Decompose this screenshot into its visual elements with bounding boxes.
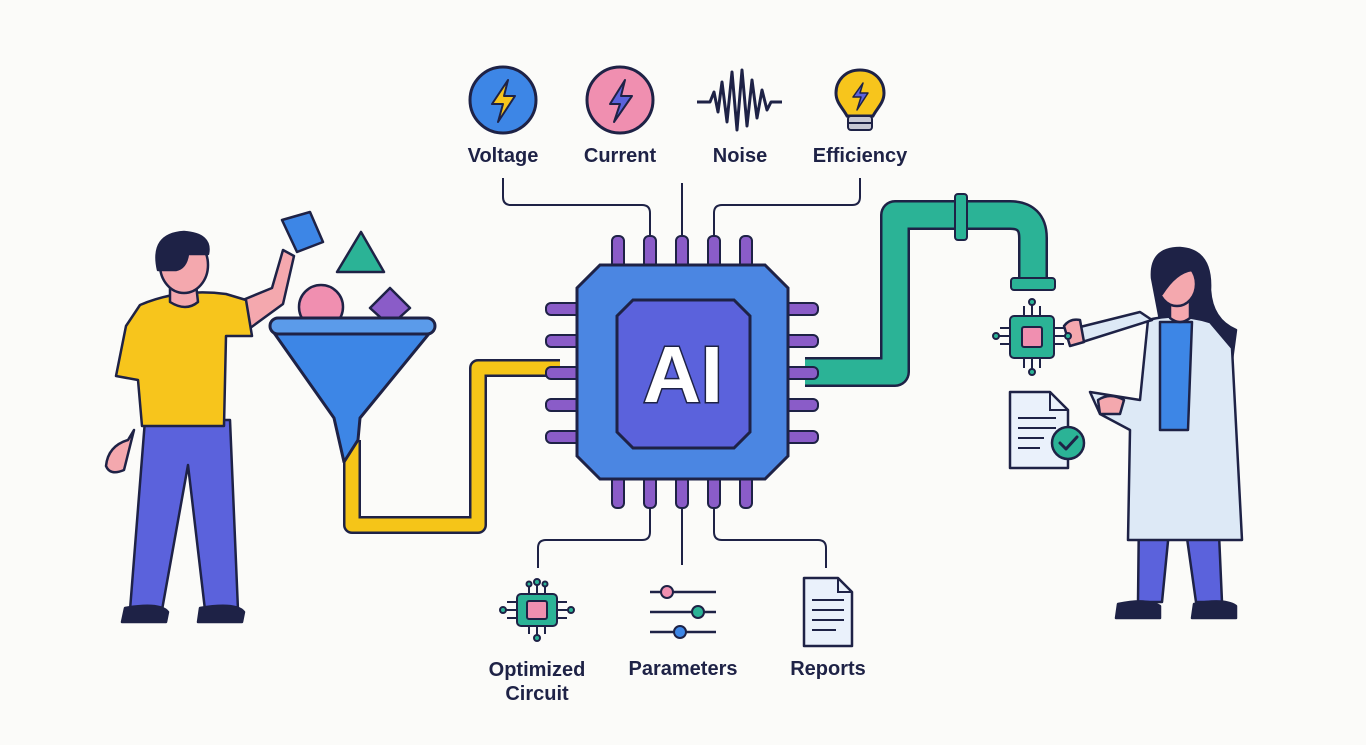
input-pipe — [343, 359, 560, 534]
output-connectors — [537, 505, 827, 568]
current-icon — [585, 65, 655, 135]
optimized-circuit-icon — [499, 578, 575, 642]
optimized-circuit-label: Optimized Circuit — [472, 658, 602, 706]
voltage-label: Voltage — [467, 145, 539, 167]
funnel-icon — [268, 316, 437, 464]
output-pipe — [805, 193, 1056, 387]
reports-label: Reports — [790, 658, 866, 680]
engineer-man-figure — [104, 230, 296, 624]
ai-chip: AI — [545, 235, 819, 509]
held-circuit-chip-icon — [992, 298, 1072, 376]
checkmark-icon — [1050, 425, 1086, 461]
report-document-icon — [802, 576, 854, 648]
input-shapes — [280, 210, 412, 331]
lightbulb-icon — [834, 68, 886, 131]
voltage-icon — [468, 65, 538, 135]
sliders-icon — [650, 585, 716, 639]
optimized-circuit-label-line2: Circuit — [505, 683, 569, 705]
noise-waveform-icon — [697, 68, 782, 132]
engineer-woman-figure — [1062, 246, 1244, 620]
efficiency-label: Efficiency — [812, 145, 908, 167]
current-label: Current — [583, 145, 657, 167]
chip-pins — [545, 235, 819, 509]
noise-label: Noise — [712, 145, 768, 167]
parameters-label: Parameters — [628, 658, 738, 680]
chip-label: AI — [643, 330, 723, 419]
input-connectors — [502, 178, 861, 240]
optimized-circuit-label-line1: Optimized — [488, 659, 586, 681]
